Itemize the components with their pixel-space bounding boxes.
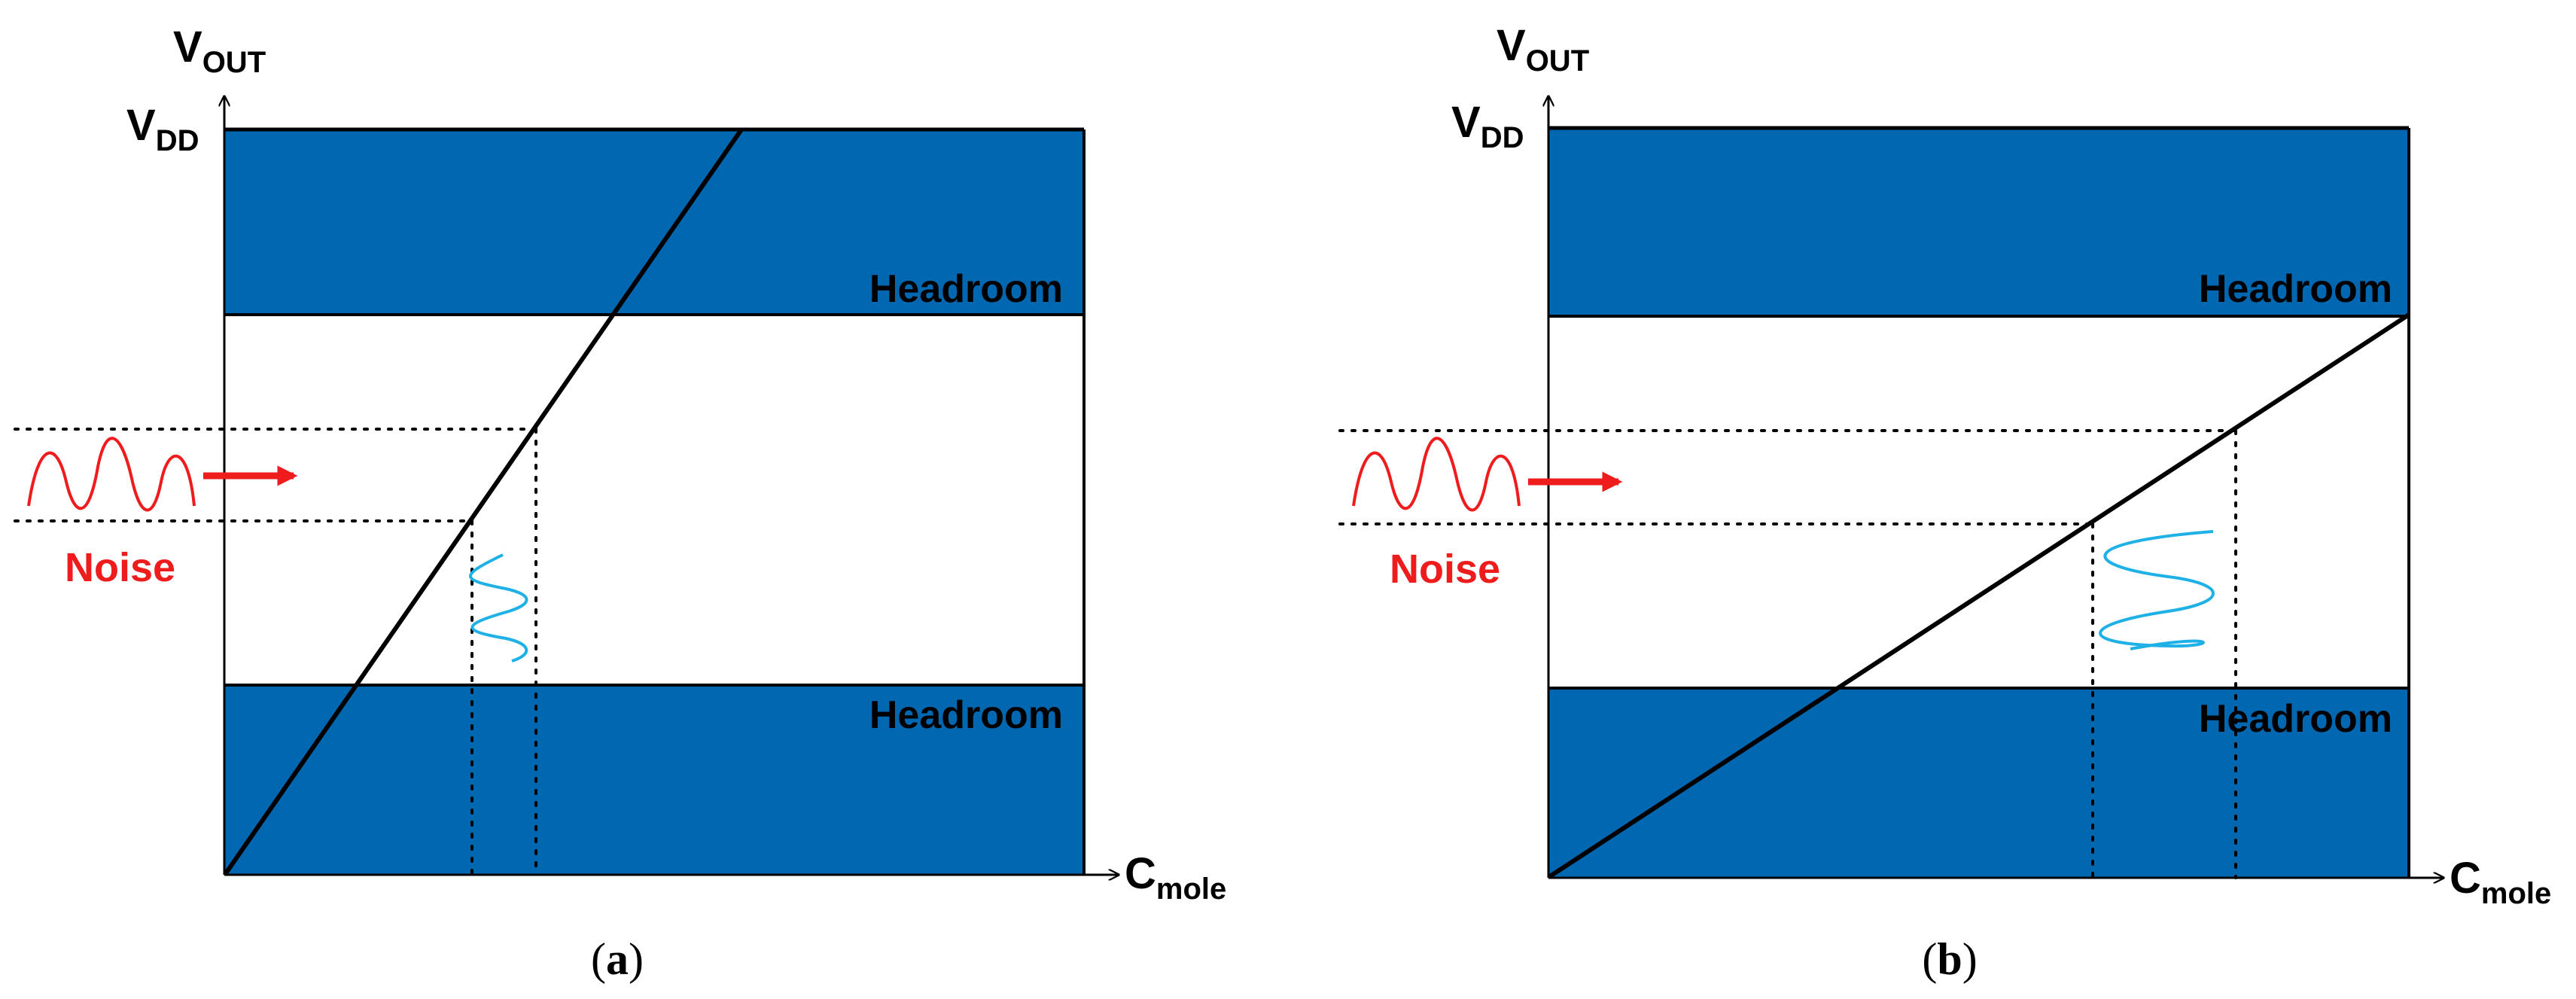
panel-a: VOUT VDD Cmole Headroom Headroom Noise (… xyxy=(14,23,1226,984)
headroom-band-bottom xyxy=(224,685,1084,875)
vdd-label: VDD xyxy=(126,101,199,157)
noise-waveform xyxy=(1352,437,1521,512)
response-line xyxy=(1548,312,2410,879)
vdd-label: VDD xyxy=(1451,98,1524,154)
headroom-band-top xyxy=(1548,128,2409,316)
headroom-label-top: Headroom xyxy=(869,267,1063,311)
headroom-band-top xyxy=(224,129,1084,315)
noise-label: Noise xyxy=(65,545,175,590)
signal-waveform xyxy=(2099,530,2215,650)
noise-label: Noise xyxy=(1390,547,1500,592)
x-axis-label: Cmole xyxy=(1125,849,1226,906)
panel-caption: (b) xyxy=(1922,934,1977,984)
headroom-label-bottom: Headroom xyxy=(869,693,1063,737)
signal-waveform xyxy=(469,553,528,662)
headroom-label-top: Headroom xyxy=(2199,267,2392,311)
panel-b: VOUT VDD Cmole Headroom Headroom Noise (… xyxy=(1338,21,2551,984)
response-line xyxy=(224,128,744,875)
noise-waveform xyxy=(27,437,196,512)
y-axis-label: VOUT xyxy=(1497,21,1589,78)
x-axis-label: Cmole xyxy=(2450,854,2551,910)
y-axis-label: VOUT xyxy=(173,23,266,79)
panel-caption: (a) xyxy=(591,934,644,984)
headroom-label-bottom: Headroom xyxy=(2199,697,2392,741)
